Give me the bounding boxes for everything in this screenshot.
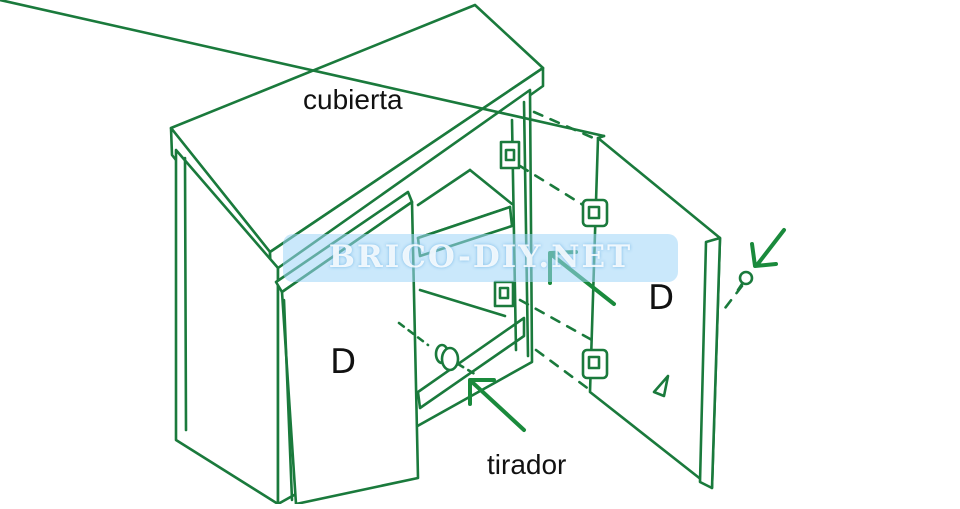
hinge-icon (581, 348, 609, 380)
watermark: BRICO-DIY.NET (283, 234, 678, 282)
arrow-to-handle-icon (468, 378, 526, 432)
hinge-icon (581, 198, 609, 228)
side-panel-edge (183, 156, 188, 432)
right-door (0, 0, 722, 490)
right-door-label: D (648, 278, 675, 318)
screw-icon (736, 270, 754, 292)
interior-post (522, 100, 530, 358)
knob-icon (397, 321, 480, 378)
hinge-icon (493, 140, 521, 308)
arrow-to-screw-icon (750, 228, 786, 268)
watermark-text: BRICO-DIY.NET (328, 239, 633, 275)
handle-label: tirador (487, 449, 567, 480)
bottom-rail (416, 316, 526, 410)
interior-edge (416, 168, 472, 207)
door-stop (652, 374, 670, 398)
interior-edge (418, 288, 507, 318)
countertop-label: cubierta (303, 84, 403, 115)
interior-edge (468, 168, 514, 206)
left-door-label: D (330, 342, 357, 382)
